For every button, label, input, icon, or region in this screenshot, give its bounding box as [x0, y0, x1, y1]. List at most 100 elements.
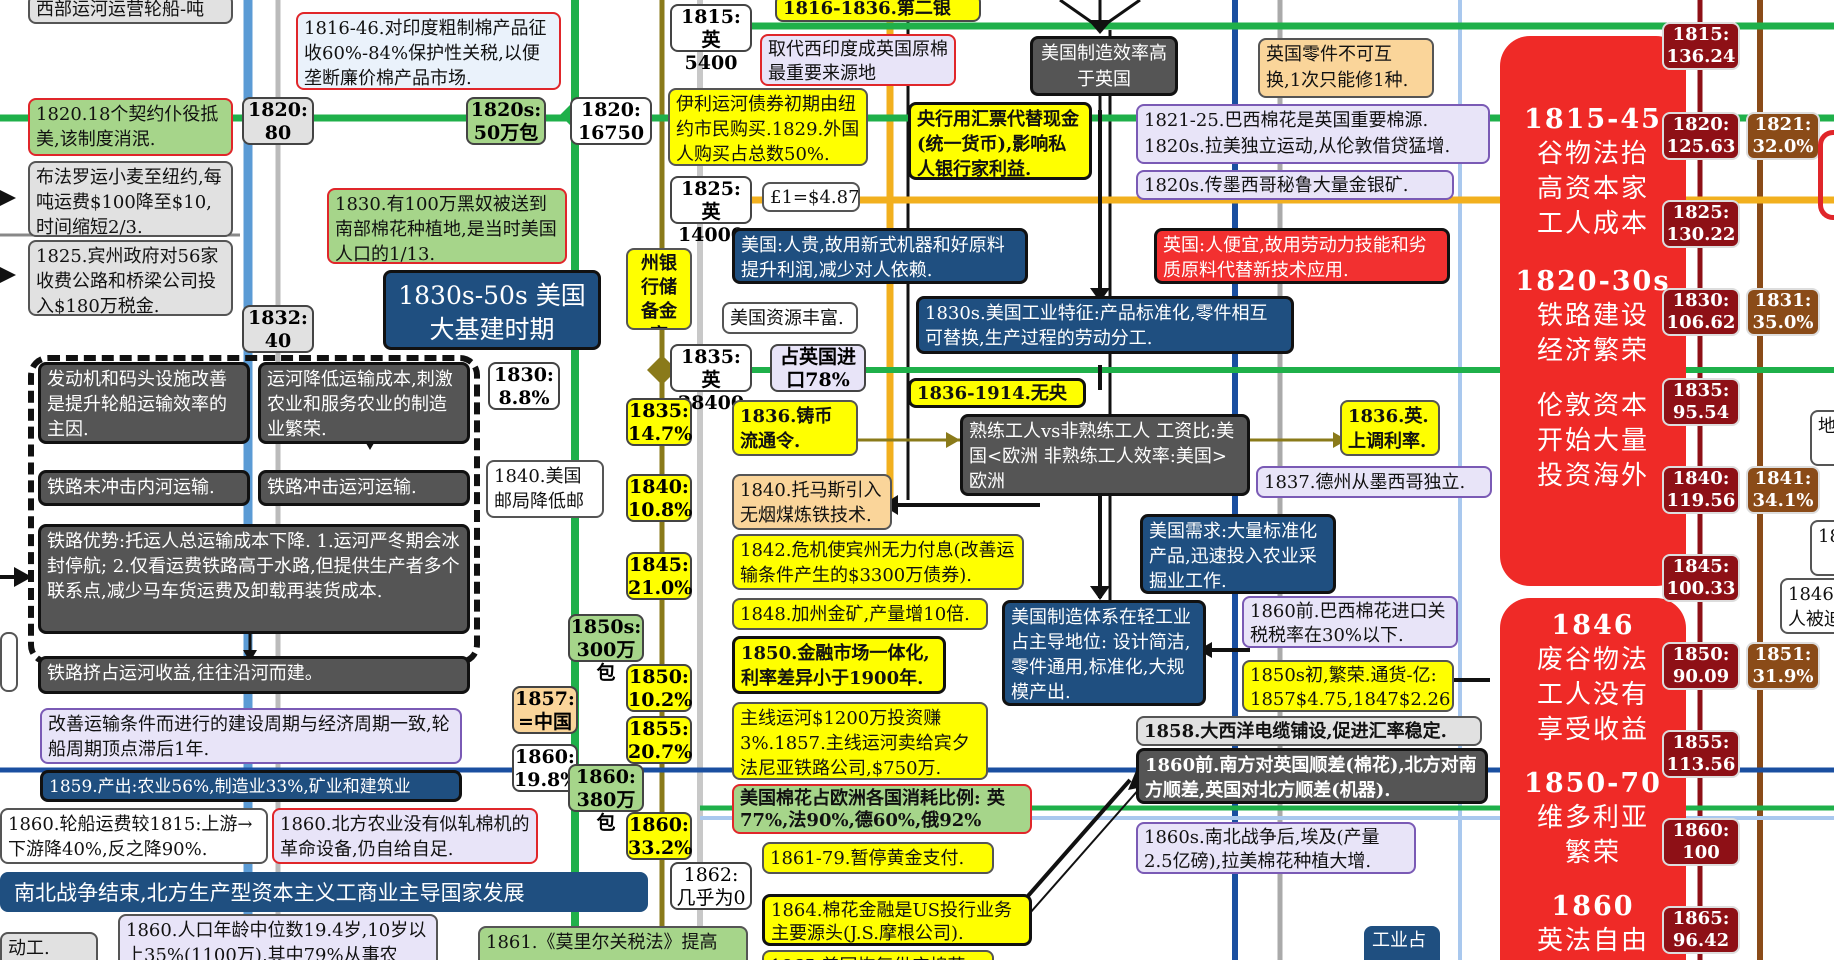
note-1864-cotton-finance: 1864.棉花金融是US投行业务主要源头(J.S.摩根公司). [762, 894, 1032, 946]
note-1842-crisis: 1842.危机使宾州无力付息(改善运输条件产生的$3300万债券). [732, 534, 1024, 590]
sidebar-period-1850: 1850-70 [1524, 768, 1662, 799]
sidebar-text: 铁路建设 [1536, 301, 1649, 331]
note-1865-fragment: 1865.美国恢复供应棉花 [762, 950, 994, 960]
uk-share-stat: 1831: 35.0% [1746, 288, 1820, 336]
note-1825-penn: 1825.宾州政府对56家收费公路和桥梁公司投入$180万税金. [28, 240, 233, 316]
stat-1857-china: 1857: =中国 [512, 686, 578, 734]
uk-index-stat: 1850: 90.09 [1662, 642, 1740, 690]
note-cut-left [0, 632, 18, 692]
edge-fragment: 地 [1810, 410, 1834, 466]
uk-index-stat: 1835: 95.54 [1662, 378, 1740, 426]
stat-uk-import-78: 占英国进口78% [770, 344, 866, 392]
stat-rate-1835: 1835: 14.7% [626, 398, 693, 446]
edge-fragment: 18 [1810, 520, 1834, 576]
stat-1832-40: 1832: 40 [242, 305, 314, 353]
note-us-resources: 美国资源丰富. [722, 302, 858, 334]
note-1830s-features: 1830s.美国工业特征:产品标准化,零件相互可替换,生产过程的劳动分工. [916, 296, 1294, 354]
note-rail-advantage: 铁路优势:托运人总运输成本下降. 1.运河严冬期会冰封停航; 2.仅看运费铁路高… [38, 524, 470, 634]
note-1820-contract: 1820.18个契约仆役抵美,该制度消泯. [28, 98, 233, 156]
stat-1820s-500k: 1820s: 50万包 [466, 97, 546, 145]
uk-index-stat: 1860: 100 [1662, 818, 1740, 866]
stat-1835-uk-28400: 1835:英 28400 [670, 344, 752, 414]
sidebar-text: 高资本家 [1536, 174, 1649, 204]
banner-civil-war: 南北战争结束,北方生产型资本主义工商业主导国家发展 [0, 872, 648, 912]
sidebar-text: 繁荣 [1564, 838, 1621, 868]
uk-sidebar-upper: 1815-45 谷物法抬 高资本家 工人成本 1820-30s 铁路建设 经济繁… [1500, 36, 1686, 586]
note-engine-efficiency: 发动机和码头设施改善是提升轮船运输效率的主因. [38, 362, 250, 444]
stat-rate-1860: 1860: 33.2% [626, 812, 693, 860]
uk-share-stat: 1841: 34.1% [1746, 466, 1820, 514]
sidebar-text: 工人成本 [1536, 209, 1649, 239]
uk-index-stat: 1865: 96.42 [1662, 906, 1740, 954]
note-1837-texas: 1837.德州从墨西哥独立. [1256, 466, 1492, 498]
sidebar-text: 伦敦资本 [1536, 391, 1649, 421]
note-west-canal: 西部运河运营轮船-吨 [28, 0, 233, 24]
stat-1860-3-8m: 1860: 380万包 [568, 764, 644, 834]
note-1860-brazil-tariff: 1860前.巴西棉花进口关税税率在30%以下. [1242, 596, 1458, 648]
stat-1815-uk-5400: 1815:英 5400 [670, 4, 752, 74]
edge-fragment-1846: 1846.人被迫 [1780, 578, 1834, 634]
note-cotton-europe: 美国棉花占欧洲各国消耗比例: 英77%,法90%,德60%,俄92% [732, 784, 1032, 834]
uk-index-stat: 1840: 119.56 [1662, 466, 1740, 514]
note-1850-finance: 1850.金融市场一体化,利率差异小于1900年. [732, 636, 946, 694]
stat-rate-1845: 1845: 21.0% [626, 552, 693, 600]
note-1850s-boom: 1850s初,繁荣.通货-亿: 1857$4.75,1847$2.26. [1242, 660, 1454, 712]
note-1860-ship-freight: 1860.轮船运费较1815:上游→下游降40%,反之降90%. [0, 808, 268, 864]
stat-1825-uk-14000: 1825:英 14000 [670, 176, 752, 246]
note-canal-cost: 运河降低运输成本,刺激农业和服务农业的制造业繁荣. [258, 362, 470, 444]
note-1858-cable: 1858.大西洋电缆铺设,促进汇率稳定. [1136, 716, 1482, 746]
sidebar-text: 废谷物法 [1536, 645, 1649, 675]
uk-index-stat: 1830: 106.62 [1662, 288, 1740, 336]
edge-red-ring [1818, 130, 1834, 220]
note-us-mfg-efficiency: 美国制造效率高于英国 [1030, 36, 1178, 96]
note-1860s-egypt: 1860s.南北战争后,埃及(产量2.5亿磅),拉美棉花种植大增. [1136, 822, 1416, 874]
note-1860-population: 1860.人口年龄中位数19.4岁,10岁以上35%(1100万),其中79%从… [118, 914, 438, 960]
stat-1862-near-zero: 1862: 几乎为0 [670, 862, 752, 910]
uk-index-stat: 1820: 125.63 [1662, 112, 1740, 160]
stat-rate-1840: 1840: 10.8% [626, 474, 693, 522]
note-state-bank-reserve: 州银行储备金率 [626, 248, 692, 330]
note-work-start: 动工. [0, 932, 98, 960]
note-us-light-industry: 美国制造体系在轻工业占主导地位: 设计简洁,零件通用,标准化,大规模产出. [1002, 600, 1206, 706]
uk-index-stat: 1855: 113.56 [1662, 730, 1740, 778]
note-build-cycle: 改善运输条件而进行的建设周期与经济周期一致,轮船周期顶点滞后1年. [40, 708, 462, 764]
note-skilled-workers: 熟练工人vs非熟练工人 工资比:美国<欧洲 非熟练工人效率:美国>欧洲 [960, 414, 1250, 496]
sidebar-period-1860: 1860 [1551, 891, 1635, 922]
infra-period-title: 1830s-50s 美国大基建时期 [383, 270, 601, 350]
note-1861-79-gold: 1861-79.暂停黄金支付. [762, 842, 994, 874]
uk-share-stat: 1851: 31.9% [1746, 642, 1820, 690]
note-1840-post: 1840.美国邮局降低邮资. [486, 460, 604, 518]
note-main-canal: 主线运河$1200万投资赚3%.1857.主线运河卖给宾夕法尼亚铁路公司,$75… [732, 702, 988, 780]
sidebar-text: 维多利亚 [1536, 803, 1649, 833]
stat-rate-1850: 1850: 10.2% [626, 664, 693, 712]
note-industry-fragment: 工业占 [1364, 926, 1440, 960]
sidebar-period-1815: 1815-45 [1524, 104, 1662, 135]
note-erie-bonds: 伊利运河债券初期由纽约市民购买.1829.外国人购买占总数50%. [668, 88, 868, 166]
note-1860-trade-balance: 1860前.南方对英国顺差(棉花),北方对南方顺差,英国对北方顺差(机器). [1136, 748, 1488, 804]
uk-index-stat: 1845: 100.33 [1662, 554, 1740, 602]
note-us-expensive-labor: 美国:人贵,故用新式机器和好原料提升利润,减少对人依赖. [732, 228, 1028, 284]
note-rail-take-revenue: 铁路挤占运河收益,往往沿河而建。 [38, 656, 470, 694]
uk-sidebar-lower: 1846 废谷物法 工人没有 享受收益 1850-70 维多利亚 繁荣 1860… [1500, 598, 1686, 960]
note-us-demand: 美国需求:大量标准化产品,迅速投入农业采掘业工作. [1140, 514, 1336, 594]
sidebar-text: 英法自由 [1536, 926, 1649, 956]
note-1836-specie: 1836.铸币流通令. [732, 400, 858, 456]
stat-1820-16750: 1820: 16750 [570, 97, 652, 145]
note-1859-output: 1859.产出:农业56%,制造业33%,矿业和建筑业12%. [40, 770, 462, 802]
note-replace-west-indies: 取代西印度成英国原棉最重要来源地 [760, 34, 956, 86]
stat-1860-19-8: 1860: 19.8% [512, 744, 579, 792]
note-1821-brazil-cotton: 1821-25.巴西棉花是英国重要棉源. 1820s.拉美独立运动,从伦敦借贷猛… [1136, 104, 1490, 164]
sidebar-text: 开始大量 [1536, 426, 1649, 456]
note-1836-uk-rate: 1836.英.上调利率. [1340, 400, 1440, 456]
note-1820s-silver: 1820s.传墨西哥秘鲁大量金银矿. [1136, 170, 1454, 200]
stat-1830-8-8: 1830: 8.8% [488, 362, 560, 410]
sidebar-text: 谷物法抬 [1536, 139, 1649, 169]
uk-index-stat: 1825: 130.22 [1662, 200, 1740, 248]
note-1836-no-central-bank: 1836-1914.无央行. [908, 378, 1086, 408]
note-buffalo-freight: 布法罗运小麦至纽约,每吨运费$100降至$10,时间缩短2/3. [28, 161, 233, 237]
note-central-bank: 央行用汇票代替现金(统一货币),影响私人银行家利益. [908, 102, 1092, 180]
note-second-bank: 1816-1836.第二银行. [775, 0, 981, 22]
sidebar-period-1846: 1846 [1551, 610, 1635, 641]
note-rail-impact: 铁路冲击运河运输. [258, 470, 470, 506]
